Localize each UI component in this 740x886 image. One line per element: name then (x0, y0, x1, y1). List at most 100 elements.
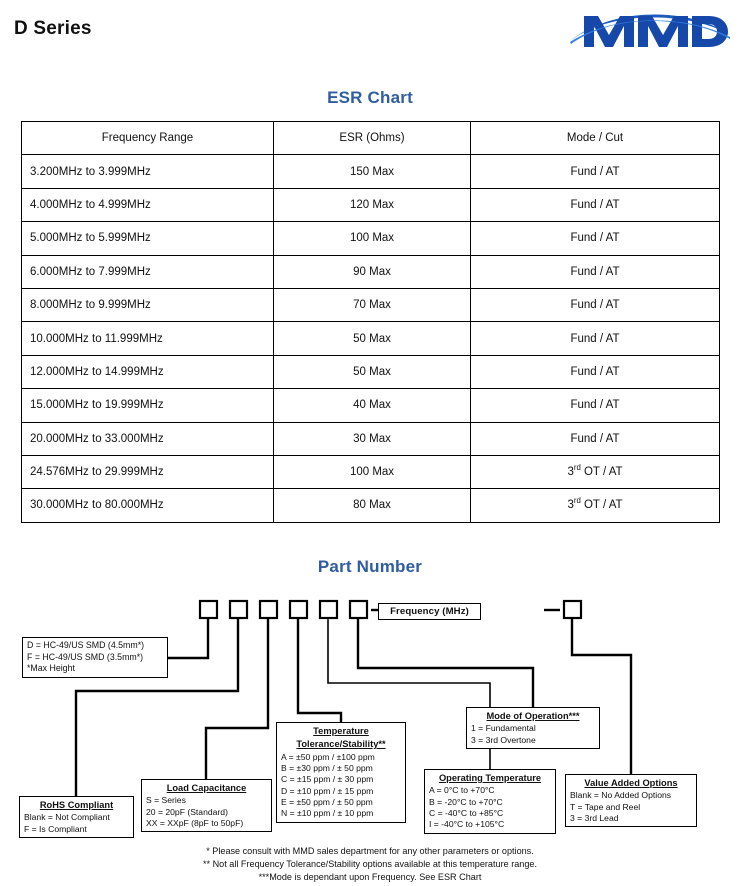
mode-of-operation-line-2: 3 = 3rd Overtone (471, 734, 536, 745)
page-title: D Series (14, 18, 92, 39)
cell-frequency-range: 24.576MHz to 29.999MHz (21, 454, 274, 490)
cell-mode-cut: Fund / AT (470, 187, 720, 223)
temp-tolerance-title-line-2: Tolerance/Stability** (296, 739, 386, 750)
rohs-title: RoHS Compliant (39, 800, 114, 810)
esr-table-container: Frequency Range ESR (Ohms) Mode / Cut 3.… (21, 120, 720, 523)
code-slot-squares (198, 599, 583, 620)
cell-esr-ohms: 40 Max (273, 388, 471, 423)
temp-tolerance-line-5: E = ±50 ppm / ± 50 ppm (281, 796, 373, 807)
temp-tolerance-line-2: B = ±30 ppm / ± 50 ppm (281, 762, 373, 773)
cell-frequency-range: 15.000MHz to 19.999MHz (21, 388, 274, 423)
esr-table: Frequency Range ESR (Ohms) Mode / Cut 3.… (21, 120, 720, 523)
legend-box-temperature-tolerance: Temperature Tolerance/Stability** A = ±5… (276, 722, 406, 823)
value-added-options-title: Value Added Options (584, 778, 678, 788)
value-added-options-line-3: 3 = 3rd Lead (570, 812, 619, 823)
package-line-2: F = HC-49/US SMD (3.5mm*) (27, 651, 144, 662)
load-capacitance-title: Load Capacitance (166, 783, 247, 793)
cell-mode-cut: Fund / AT (470, 421, 720, 456)
frequency-field-box: Frequency (MHz) (378, 603, 481, 620)
cell-mode-cut: Fund / AT (470, 354, 720, 390)
part-number-connector-lines (74, 599, 633, 798)
cell-frequency-range: 6.000MHz to 7.999MHz (21, 254, 274, 289)
temp-tolerance-line-4: D = ±10 ppm / ± 15 ppm (281, 785, 374, 796)
rohs-line-2: F = Is Compliant (24, 823, 87, 834)
cell-frequency-range: 12.000MHz to 14.999MHz (21, 354, 274, 390)
legend-box-mode-of-operation: Mode of Operation*** 1 = Fundamental 3 =… (466, 707, 600, 749)
cell-mode-cut: Fund / AT (470, 321, 720, 356)
operating-temperature-line-1: A = 0°C to +70°C (429, 785, 495, 796)
footnote-1: * Please consult with MMD sales departme… (206, 846, 534, 856)
cell-frequency-range: 30.000MHz to 80.000MHz (21, 488, 274, 523)
cell-frequency-range: 5.000MHz to 5.999MHz (21, 221, 274, 256)
cell-mode-cut: Fund / AT (470, 254, 720, 289)
cell-esr-ohms: 120 Max (273, 187, 471, 223)
load-capacitance-line-1: S = Series (146, 795, 186, 806)
cell-frequency-range: 10.000MHz to 11.999MHz (21, 321, 274, 356)
cell-mode-cut: Fund / AT (470, 388, 720, 423)
temp-tolerance-line-3: C = ±15 ppm / ± 30 ppm (281, 774, 374, 785)
load-capacitance-line-2: 20 = 20pF (Standard) (146, 806, 228, 817)
cell-esr-ohms: 100 Max (273, 221, 471, 256)
legend-box-package: D = HC-49/US SMD (4.5mm*) F = HC-49/US S… (22, 637, 168, 678)
package-line-3: *Max Height (27, 663, 75, 674)
cell-mode-cut: Fund / AT (470, 154, 720, 189)
footnote-3: ***Mode is dependant upon Frequency. See… (258, 871, 482, 882)
cell-esr-ohms: 90 Max (273, 254, 471, 289)
ordinal-superscript: rd (573, 463, 581, 473)
cell-frequency-range: 3.200MHz to 3.999MHz (21, 154, 274, 189)
mode-of-operation-line-1: 1 = Fundamental (471, 723, 536, 734)
table-header-row: Frequency Range ESR (Ohms) Mode / Cut (21, 120, 720, 156)
column-header-frequency-range: Frequency Range (21, 120, 274, 156)
legend-box-rohs-compliant: RoHS Compliant Blank = Not Compliant F =… (19, 796, 134, 838)
cell-frequency-range: 4.000MHz to 4.999MHz (21, 187, 274, 223)
part-number-heading: Part Number (317, 557, 423, 576)
operating-temperature-line-4: I = -40°C to +105°C (429, 819, 505, 830)
footnotes: * Please consult with MMD sales departme… (0, 845, 740, 884)
legend-box-operating-temperature: Operating Temperature A = 0°C to +70°C B… (424, 769, 556, 834)
column-header-mode-cut: Mode / Cut (470, 120, 720, 156)
column-header-esr-ohms: ESR (Ohms) (273, 120, 471, 156)
cell-esr-ohms: 80 Max (273, 488, 471, 523)
temp-tolerance-line-6: N = ±10 ppm / ± 10 ppm (281, 808, 374, 819)
temp-tolerance-line-1: A = ±50 ppm / ±100 ppm (281, 751, 375, 762)
cell-esr-ohms: 70 Max (273, 287, 471, 323)
value-added-options-line-2: T = Tape and Reel (570, 801, 641, 812)
legend-box-load-capacitance: Load Capacitance S = Series 20 = 20pF (S… (141, 779, 272, 833)
rohs-line-1: Blank = Not Compliant (24, 812, 110, 823)
mode-of-operation-title: Mode of Operation*** (486, 711, 580, 721)
footnote-2: ** Not all Frequency Tolerance/Stability… (203, 858, 537, 869)
cell-esr-ohms: 50 Max (273, 354, 471, 390)
cell-mode-cut: Fund / AT (470, 287, 720, 323)
operating-temperature-title: Operating Temperature (438, 773, 542, 783)
cell-esr-ohms: 150 Max (273, 154, 471, 189)
ordinal-superscript: rd (573, 496, 581, 506)
value-added-options-line-1: Blank = No Added Options (570, 790, 672, 801)
cell-esr-ohms: 100 Max (273, 454, 471, 490)
part-number-diagram: Frequency (MHz) D = HC-49/US SMD (4.5mm*… (0, 588, 740, 886)
cell-esr-ohms: 50 Max (273, 321, 471, 356)
cell-mode-cut: 3rd OT / AT (470, 454, 720, 490)
esr-chart-heading: ESR Chart (327, 88, 413, 107)
load-capacitance-line-3: XX = XXpF (8pF to 50pF) (146, 817, 244, 828)
package-line-1: D = HC-49/US SMD (4.5mm*) (27, 640, 145, 650)
temp-tolerance-title-line-1: Temperature (313, 726, 369, 736)
cell-esr-ohms: 30 Max (273, 421, 471, 456)
mmd-logo (568, 8, 732, 54)
cell-mode-cut: Fund / AT (470, 221, 720, 256)
cell-frequency-range: 8.000MHz to 9.999MHz (21, 287, 274, 323)
legend-box-value-added-options: Value Added Options Blank = No Added Opt… (565, 774, 697, 828)
operating-temperature-line-3: C = -40°C to +85°C (429, 807, 504, 818)
cell-frequency-range: 20.000MHz to 33.000MHz (21, 421, 274, 456)
